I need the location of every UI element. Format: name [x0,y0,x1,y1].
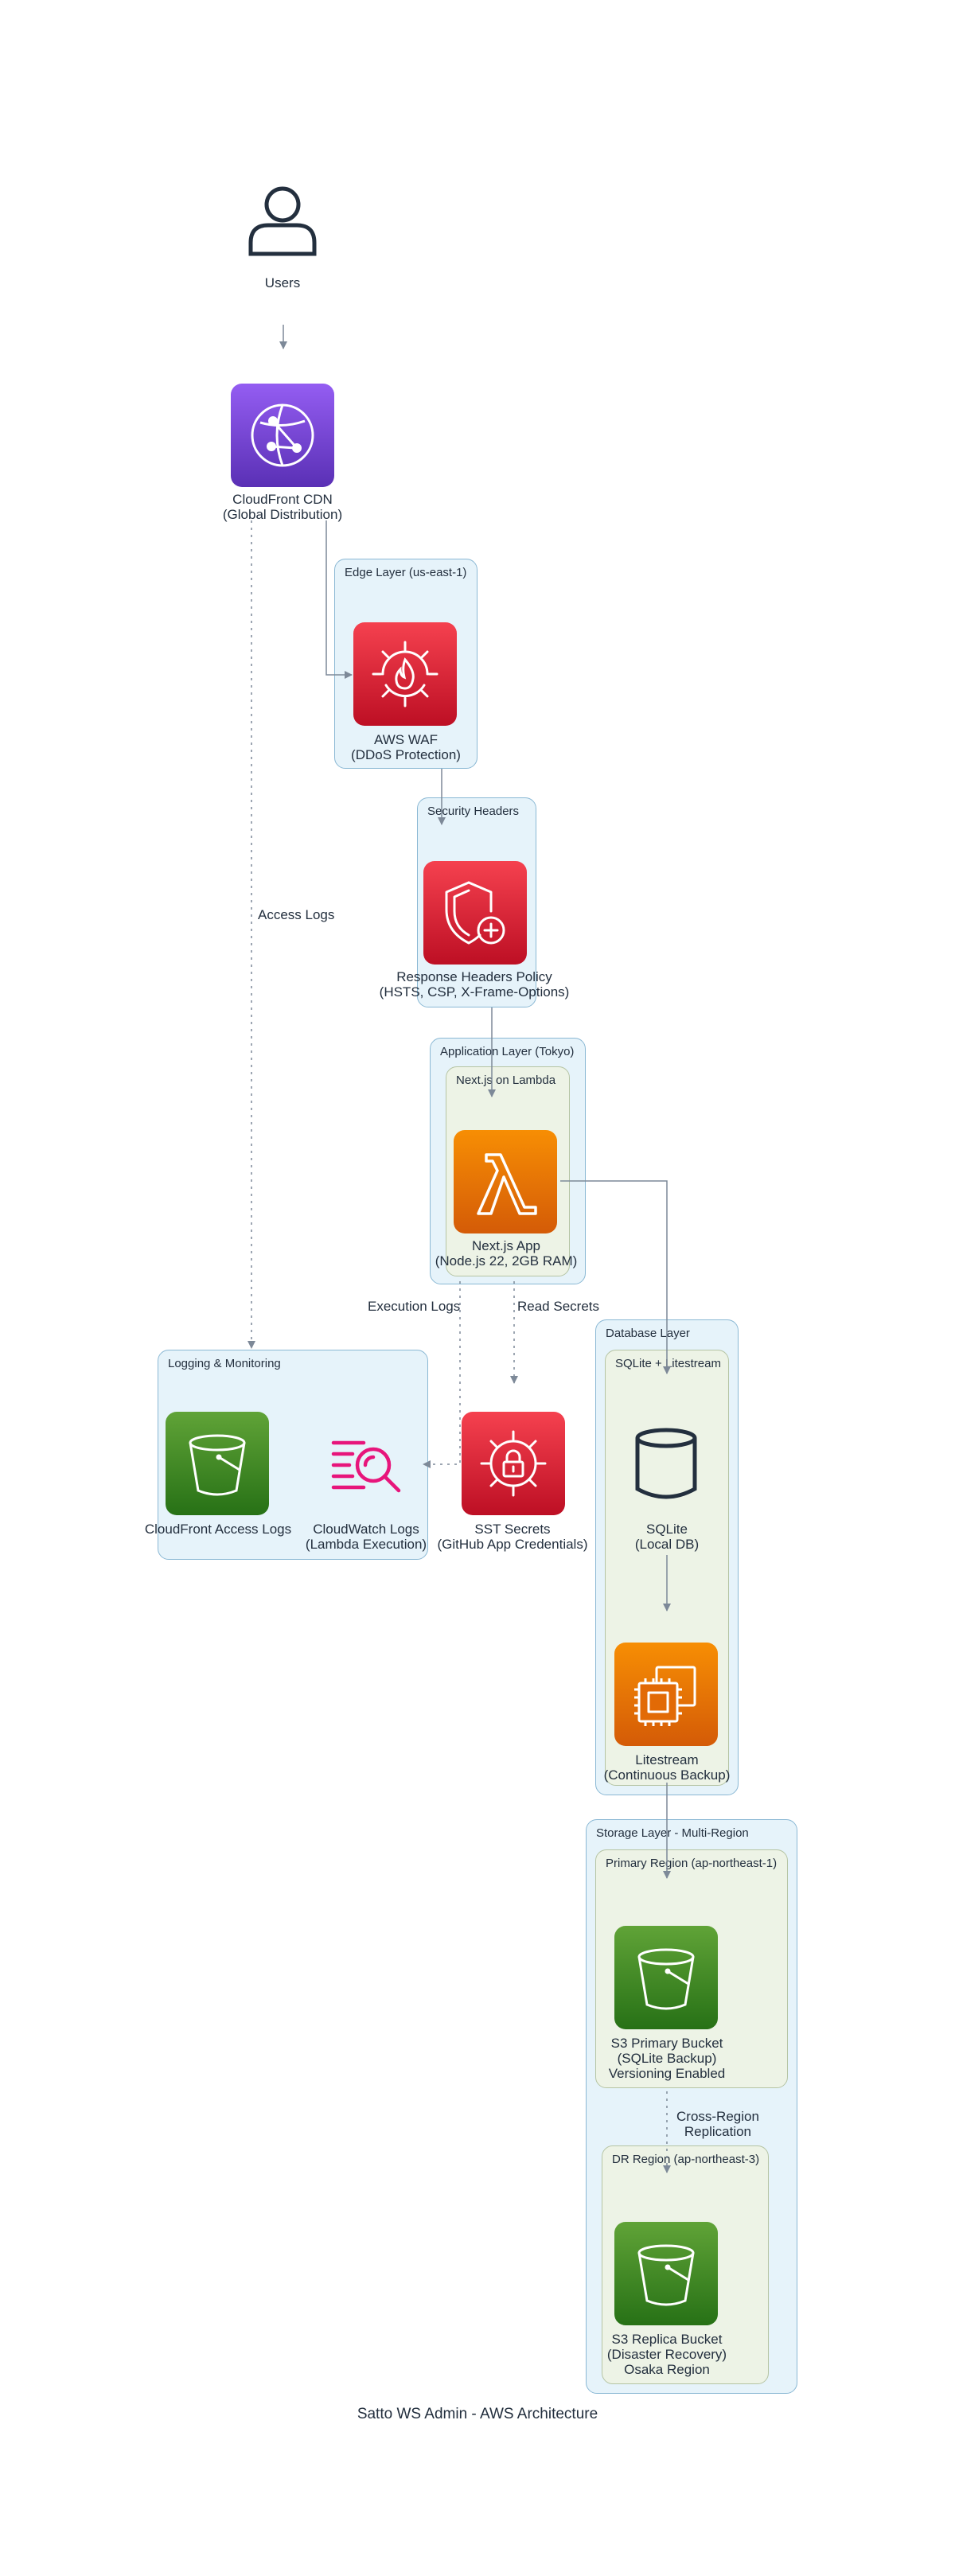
waf-icon [372,641,439,707]
node-s3-primary-bucket[interactable] [614,1926,718,2029]
node-label-waf: AWS WAF (DDoS Protection) [351,732,461,762]
group-label: Database Layer [606,1327,690,1340]
bucket-icon [637,2244,695,2306]
edge-label-access-logs: Access Logs [258,907,335,922]
node-label-s3-primary-bucket: S3 Primary Bucket (SQLite Backup) Versio… [608,2036,726,2081]
node-users[interactable] [231,167,334,271]
edge-label-read-secrets: Read Secrets [517,1299,599,1314]
group-label: Logging & Monitoring [168,1357,281,1370]
group-label: Application Layer (Tokyo) [440,1045,575,1058]
node-label-nextjs-app: Next.js App (Node.js 22, 2GB RAM) [435,1238,578,1269]
edge-label-cross-region-replication: Cross-Region Replication [676,2109,759,2139]
edge-cloudfront-waf [325,520,353,679]
bucket-icon [189,1434,246,1496]
edge-label-execution-logs: Execution Logs [368,1299,461,1314]
chip-icon [634,1666,696,1726]
group-label: Security Headers [427,805,520,818]
cloudfront-icon [251,403,314,467]
node-label-litestream: Litestream (Continuous Backup) [603,1752,731,1783]
node-cloudfront-access-logs[interactable] [166,1412,269,1515]
node-label-s3-replica-bucket: S3 Replica Bucket (Disaster Recovery) Os… [606,2332,727,2377]
group-label: DR Region (ap-northeast-3) [612,2153,760,2166]
node-label-cloudwatch-logs: CloudWatch Logs (Lambda Execution) [305,1522,427,1552]
bucket-icon [637,1948,695,2010]
lambda-icon [477,1153,537,1215]
node-nextjs-app[interactable] [454,1130,557,1233]
database-icon [635,1428,697,1499]
node-label-users: Users [264,275,301,290]
node-s3-replica-bucket[interactable] [614,2222,718,2325]
group-label: Next.js on Lambda [456,1074,556,1087]
user-icon [248,186,317,256]
node-litestream[interactable] [614,1643,718,1746]
node-sst-secrets[interactable] [462,1412,565,1515]
cloudwatch-logs-icon [331,1440,401,1493]
node-label-sst-secrets: SST Secrets (GitHub App Credentials) [437,1522,588,1552]
node-label-cloudfront: CloudFront CDN (Global Distribution) [222,492,343,522]
group-label: Primary Region (ap-northeast-1) [606,1857,778,1870]
group-label: SQLite + Litestream [615,1357,721,1370]
group-label: Edge Layer (us-east-1) [345,566,467,579]
shield-icon [445,881,505,945]
secrets-lock-icon [480,1430,547,1497]
node-label-cloudfront-access-logs: CloudFront Access Logs [144,1522,292,1537]
group-label: Storage Layer - Multi-Region [596,1826,749,1840]
node-sqlite[interactable] [614,1412,718,1515]
node-waf[interactable] [353,622,457,726]
node-cloudwatch-logs[interactable] [315,1412,419,1515]
node-cloudfront[interactable] [231,384,334,487]
node-label-response-headers: Response Headers Policy (HSTS, CSP, X-Fr… [379,969,570,1000]
node-label-sqlite: SQLite (Local DB) [634,1522,700,1552]
diagram-title: Satto WS Admin - AWS Architecture [357,2406,598,2422]
edge-nextjs-sqlite [560,1180,671,1374]
node-response-headers[interactable] [423,861,527,965]
